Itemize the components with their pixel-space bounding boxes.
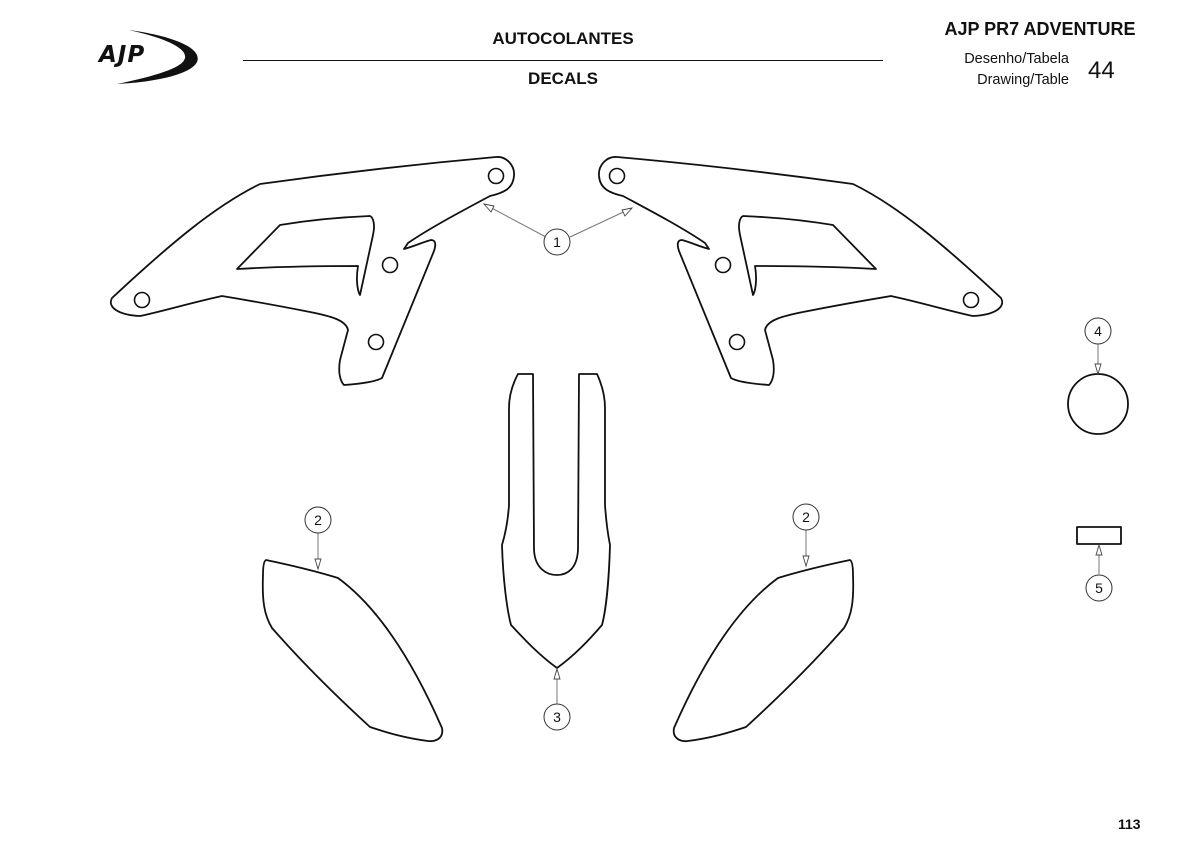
logo-swoosh-icon (117, 30, 198, 84)
drawing-label-en: Drawing/Table (977, 72, 1069, 88)
callout-3: 3 (543, 703, 571, 731)
svg-text:4: 4 (1094, 323, 1102, 339)
callout-2-right: 2 (792, 503, 820, 531)
callout-5: 5 (1085, 574, 1113, 602)
callout-1: 1 (543, 228, 571, 256)
rectangular-decal (1076, 526, 1122, 545)
page-number: 113 (1118, 816, 1141, 832)
svg-text:1: 1 (553, 234, 561, 250)
title-divider (243, 60, 883, 61)
svg-text:2: 2 (314, 512, 322, 528)
round-decal (1067, 373, 1129, 435)
callout-2-left: 2 (304, 506, 332, 534)
side-decal-left (261, 559, 444, 743)
svg-text:3: 3 (553, 709, 561, 725)
leader-lines (314, 203, 1103, 704)
section-title-en: DECALS (528, 69, 598, 88)
logo-text: AJP (99, 42, 146, 68)
svg-text:2: 2 (802, 509, 810, 525)
fender-decal (501, 373, 611, 669)
model-title: AJP PR7 ADVENTURE (944, 19, 1136, 39)
section-title-pt: AUTOCOLANTES (492, 29, 634, 48)
table-number: 44 (1088, 57, 1115, 84)
side-decal-right (672, 559, 855, 743)
ajp-logo: AJP (95, 28, 205, 86)
shroud-decal-right (598, 156, 1004, 386)
svg-text:5: 5 (1095, 580, 1103, 596)
drawing-label-pt: Desenho/Tabela (964, 51, 1069, 67)
callout-4: 4 (1084, 317, 1112, 345)
shroud-decal-left (109, 156, 515, 386)
